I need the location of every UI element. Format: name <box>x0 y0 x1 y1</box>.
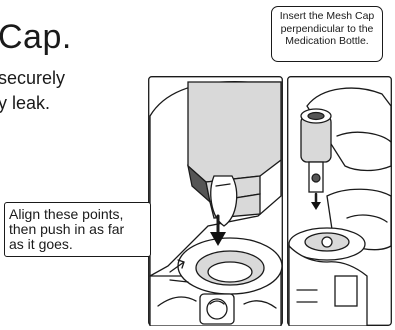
callout-line: Medication Bottle. <box>272 35 382 48</box>
illustration-insert-cap <box>287 76 392 326</box>
callout-line: Insert the Mesh Cap <box>272 10 382 23</box>
callout-line: then push in as far <box>9 222 150 237</box>
section-heading: Cap. <box>0 20 72 54</box>
instruction-text: securely y leak. <box>0 66 65 116</box>
insert-cap-callout: Insert the Mesh Cap perpendicular to the… <box>271 6 383 62</box>
callout-line: perpendicular to the <box>272 23 382 36</box>
instruction-line: securely <box>0 66 65 91</box>
illustration-align-push <box>148 76 283 326</box>
align-points-callout: Align these points, then push in as far … <box>4 202 151 257</box>
callout-line: as it goes. <box>9 237 150 252</box>
callout-line: Align these points, <box>9 207 150 222</box>
instruction-line: y leak. <box>0 91 65 116</box>
